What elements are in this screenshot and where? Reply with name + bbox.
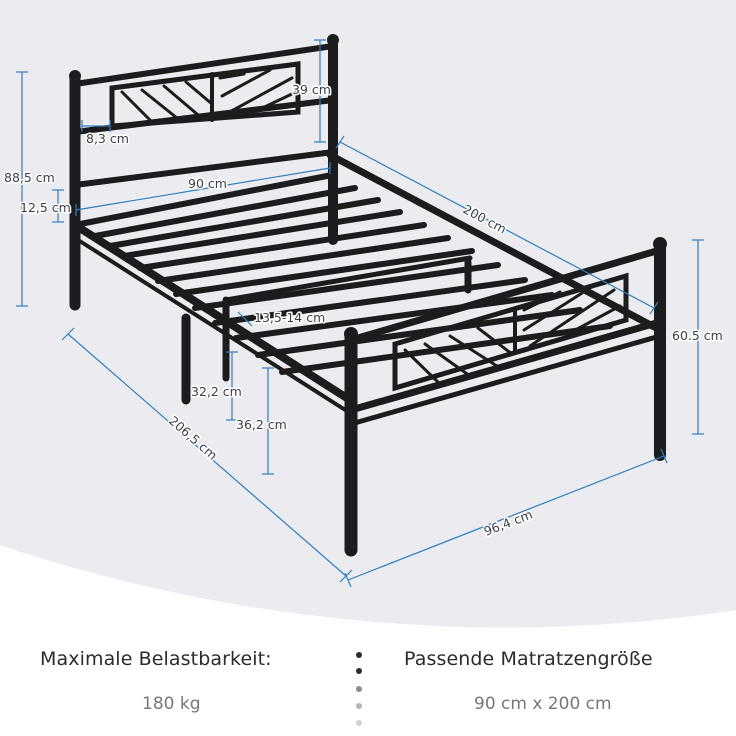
separator-dot — [356, 720, 362, 726]
background-shade — [0, 0, 736, 628]
mattress-size-label: Passende Matratzengröße — [404, 648, 653, 670]
dim-headboard-offset: 12,5 cm — [20, 200, 71, 215]
dim-headboard-panel: 39 cm — [292, 82, 331, 97]
separator-dot — [356, 703, 362, 709]
separator-dot — [356, 686, 362, 692]
bed-frame — [69, 34, 667, 557]
dim-footboard-height: 60.5 cm — [672, 328, 723, 343]
max-load-label: Maximale Belastbarkeit: — [40, 648, 272, 670]
separator-dot — [356, 668, 362, 674]
dim-floor-clearance: 32,2 cm — [191, 384, 242, 399]
mattress-size-value: 90 cm x 200 cm — [474, 694, 612, 714]
dim-frame-height: 36,2 cm — [236, 417, 287, 432]
dim-slat-spacing: 13,5-14 cm — [254, 310, 325, 325]
dim-panel-gap: 8,3 cm — [86, 131, 129, 146]
dimension-lines — [16, 39, 704, 588]
max-load-value: 180 kg — [142, 694, 201, 714]
dim-inner-width: 90 cm — [188, 176, 227, 191]
dim-total-height: 88,5 cm — [4, 170, 55, 185]
separator-dot — [356, 652, 362, 658]
